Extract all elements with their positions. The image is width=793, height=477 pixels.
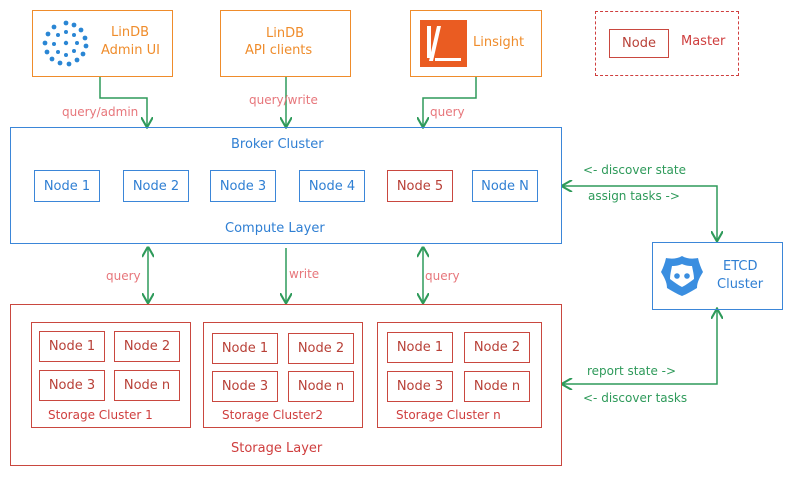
legend-box: Node Master — [595, 11, 739, 76]
storage-node: Node 1 — [387, 332, 453, 363]
edge-label-query-top: query — [430, 105, 465, 119]
edge-broker-etcd — [563, 186, 717, 240]
admin-ui-box: LinDB Admin UI — [32, 10, 173, 77]
linsight-logo-icon — [420, 20, 467, 67]
broker-node-master: Node 5 — [387, 170, 453, 202]
edge-label-write-mid: write — [289, 267, 320, 281]
admin-ui-line1: LinDB — [111, 25, 150, 40]
edge-label-query-right: query — [425, 269, 460, 283]
assign-tasks-label: assign tasks -> — [588, 189, 680, 203]
broker-node-label: Node 3 — [219, 178, 267, 194]
broker-node-label: Node N — [481, 178, 529, 194]
api-clients-line1: LinDB — [266, 26, 305, 41]
storage-node: Node 1 — [39, 331, 105, 362]
report-state-label: report state -> — [587, 364, 677, 378]
legend-node-swatch: Node — [609, 29, 669, 58]
lindb-dots-logo-icon — [42, 20, 89, 67]
storage-layer-label: Storage Layer — [231, 441, 323, 456]
storage-node: Node n — [114, 370, 180, 401]
storage-cluster-name: Storage Cluster 1 — [48, 408, 153, 422]
broker-node-label: Node 4 — [308, 178, 356, 194]
storage-cluster-name: Storage Cluster2 — [222, 408, 323, 422]
storage-node-label: Node 2 — [297, 341, 345, 356]
storage-cluster-box: Node 1 Node 2 Node 3 Node n Storage Clus… — [377, 322, 542, 428]
broker-node-label: Node 5 — [396, 178, 444, 194]
api-clients-box: LinDB API clients — [220, 10, 351, 77]
storage-node: Node 2 — [288, 333, 354, 364]
broker-node-label: Node 2 — [132, 178, 180, 194]
etcd-line1: ETCD — [723, 259, 758, 274]
linsight-box: Linsight — [410, 10, 542, 77]
edge-linsight-to-broker — [423, 77, 477, 126]
edge-label-query-write: query/write — [249, 93, 318, 107]
broker-node-label: Node 1 — [43, 178, 91, 194]
edge-admin-to-broker — [99, 77, 147, 126]
etcd-logo-icon — [661, 256, 703, 296]
legend-node-label: Node — [622, 36, 656, 51]
storage-node-label: Node 1 — [48, 339, 96, 354]
storage-node: Node n — [288, 371, 354, 402]
storage-node: Node 1 — [212, 333, 278, 364]
linsight-label: Linsight — [473, 35, 525, 50]
storage-node-label: Node n — [473, 379, 521, 394]
broker-node: Node 2 — [123, 170, 189, 202]
storage-node-label: Node 3 — [221, 379, 269, 394]
storage-node: Node 2 — [464, 332, 530, 363]
storage-layer-box: Node 1 Node 2 Node 3 Node n Storage Clus… — [10, 304, 562, 466]
discover-state-label: <- discover state — [583, 163, 686, 177]
storage-node: Node 2 — [114, 331, 180, 362]
compute-layer-label: Compute Layer — [225, 221, 325, 236]
edge-label-query-admin: query/admin — [62, 105, 139, 119]
storage-cluster-box: Node 1 Node 2 Node 3 Node n Storage Clus… — [31, 322, 191, 428]
admin-ui-line2: Admin UI — [101, 43, 160, 58]
broker-node: Node 1 — [34, 170, 100, 202]
api-clients-line2: API clients — [245, 43, 313, 58]
broker-node: Node 4 — [299, 170, 365, 202]
broker-cluster-box: Broker Cluster Node 1 Node 2 Node 3 Node… — [10, 127, 562, 244]
storage-node-label: Node 2 — [123, 339, 171, 354]
storage-cluster-name: Storage Cluster n — [396, 408, 501, 422]
edge-label-query-left: query — [106, 269, 141, 283]
storage-node-label: Node 3 — [396, 379, 444, 394]
storage-node-label: Node 3 — [48, 378, 96, 393]
etcd-cluster-box: ETCD Cluster — [652, 242, 783, 310]
edge-storage-etcd — [563, 310, 717, 384]
broker-cluster-title: Broker Cluster — [231, 137, 324, 152]
storage-node: Node n — [464, 371, 530, 402]
storage-node: Node 3 — [212, 371, 278, 402]
broker-node: Node N — [472, 170, 538, 202]
storage-node: Node 3 — [39, 370, 105, 401]
storage-cluster-box: Node 1 Node 2 Node 3 Node n Storage Clus… — [203, 322, 363, 428]
storage-node-label: Node n — [123, 378, 171, 393]
broker-node: Node 3 — [210, 170, 276, 202]
storage-node-label: Node n — [297, 379, 345, 394]
etcd-line2: Cluster — [717, 277, 764, 292]
legend-master-label: Master — [681, 34, 726, 49]
storage-node-label: Node 2 — [473, 340, 521, 355]
discover-tasks-label: <- discover tasks — [583, 391, 688, 405]
storage-node-label: Node 1 — [221, 341, 269, 356]
storage-node-label: Node 1 — [396, 340, 444, 355]
storage-node: Node 3 — [387, 371, 453, 402]
